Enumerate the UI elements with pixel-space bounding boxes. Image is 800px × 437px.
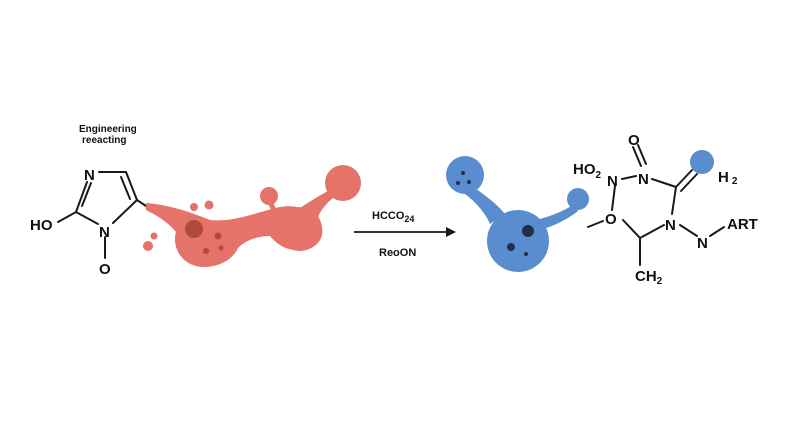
atom-ho2: HO2 xyxy=(573,161,602,181)
arrow-head xyxy=(446,227,456,237)
blue-blob-arm xyxy=(536,204,578,230)
atom-n-left: N xyxy=(607,173,618,190)
atom-ho2-main: HO xyxy=(573,161,596,178)
red-dark-spot-2 xyxy=(214,232,222,240)
atom-h2-sub: 2 xyxy=(732,176,738,187)
red-droplet-3 xyxy=(150,232,158,240)
red-blob-head xyxy=(325,165,361,201)
red-droplet-4 xyxy=(143,241,153,251)
condition-top: HCCO24 xyxy=(372,210,414,224)
blue-blob-head xyxy=(446,156,484,194)
blue-blob-body xyxy=(487,210,549,272)
atom-ch2-sub: 2 xyxy=(657,276,663,287)
red-blob-body xyxy=(146,190,335,268)
atom-o-bottom: O xyxy=(99,261,111,278)
atom-n-top: N xyxy=(84,167,95,184)
atom-ho2-sub: 2 xyxy=(596,170,602,181)
condition-top-sub: 24 xyxy=(404,214,414,224)
condition-top-main: HCCO xyxy=(372,210,405,222)
atom-ho: HO xyxy=(30,217,53,234)
header-line-1: Engineering xyxy=(79,124,137,135)
atom-ch2-main: CH xyxy=(635,268,657,285)
blue-blob-neck xyxy=(462,186,505,224)
atom-n-bottom: N xyxy=(99,224,110,241)
blue-dark-spot-5 xyxy=(507,243,515,251)
red-blob xyxy=(143,165,361,268)
blue-blob-hand xyxy=(567,188,589,210)
header-line-2: reeacting xyxy=(82,135,126,146)
blue-dark-spot-1 xyxy=(461,171,465,175)
right-bonds xyxy=(587,144,725,266)
blue-dark-spot-4 xyxy=(522,225,534,237)
left-ring-bonds xyxy=(57,171,147,259)
condition-bottom: ReoON xyxy=(379,247,416,259)
red-droplet-2 xyxy=(204,200,214,210)
atom-n-center-top: N xyxy=(638,171,649,188)
red-dark-spot-1 xyxy=(185,220,203,238)
red-blob-top-node xyxy=(260,187,278,205)
atom-n-center: N xyxy=(665,217,676,234)
reaction-arrow: HCCO24 ReoON xyxy=(354,210,456,259)
atom-ch2: CH2 xyxy=(635,268,663,287)
red-droplet-1 xyxy=(190,203,198,211)
atom-art: ART xyxy=(727,216,758,233)
blue-dark-spot-6 xyxy=(524,252,528,256)
blue-dark-spot-3 xyxy=(456,181,460,185)
red-dark-spot-3 xyxy=(203,248,209,254)
right-accent-dot xyxy=(690,150,714,174)
red-blob-right-lobe xyxy=(278,207,322,251)
red-dark-spot-4 xyxy=(218,245,224,251)
atom-o-left: O xyxy=(605,211,617,228)
left-molecule: N N HO O xyxy=(30,167,147,278)
atom-o-top: O xyxy=(628,132,640,149)
red-blob-node-stem xyxy=(266,198,279,216)
blue-dark-spot-2 xyxy=(467,180,471,184)
blue-blob xyxy=(446,156,589,272)
atom-h2-main: H xyxy=(718,169,729,186)
atom-n-right: N xyxy=(697,235,708,252)
